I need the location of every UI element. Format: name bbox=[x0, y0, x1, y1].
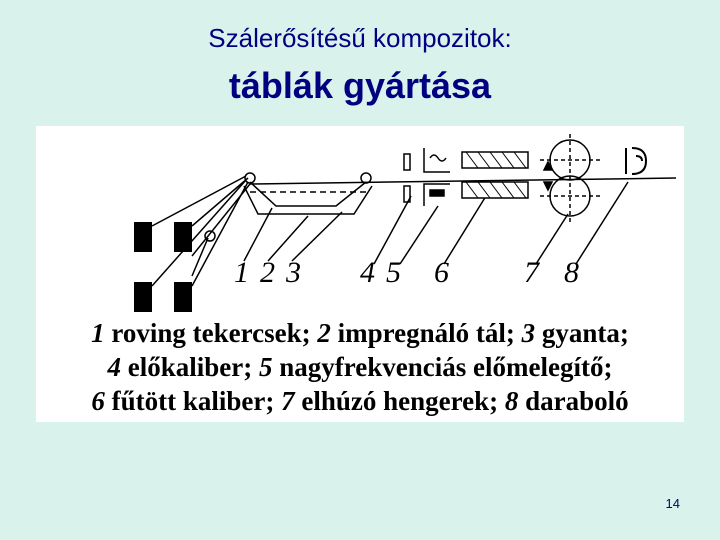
leader-lines bbox=[243, 181, 629, 265]
legend-text-2: impregnáló tál; bbox=[330, 318, 522, 348]
slide-title: Szálerősítésű kompozitok: táblák gyártás… bbox=[0, 20, 720, 110]
legend-num-1: 1 bbox=[91, 318, 105, 348]
label-7: 7 bbox=[524, 256, 541, 289]
strand-line bbox=[249, 177, 677, 185]
title-line-2: táblák gyártása bbox=[228, 65, 492, 106]
legend-num-7: 7 bbox=[281, 386, 295, 416]
label-3: 3 bbox=[285, 256, 301, 289]
spool-2 bbox=[174, 222, 192, 252]
legend-text-4: előkaliber; bbox=[121, 352, 260, 382]
hf-preheater bbox=[423, 148, 450, 206]
legend-line-1: 1 roving tekercsek; 2 impregnáló tál; 3 … bbox=[36, 316, 684, 350]
heated-caliber bbox=[461, 151, 529, 199]
label-2: 2 bbox=[260, 256, 275, 289]
spool-3 bbox=[134, 282, 152, 312]
legend-num-5: 5 bbox=[259, 352, 273, 382]
process-schematic: 1 2 3 4 5 6 7 8 bbox=[134, 134, 677, 312]
pull-rollers bbox=[540, 134, 600, 222]
spool-1 bbox=[134, 222, 152, 252]
legend-num-6: 6 bbox=[91, 386, 105, 416]
legend-num-4: 4 bbox=[107, 352, 122, 382]
page-number: 14 bbox=[665, 496, 680, 511]
legend-text-1: roving tekercsek; bbox=[104, 318, 318, 348]
legend-text-6: fűtött kaliber; bbox=[104, 386, 282, 416]
label-1: 1 bbox=[234, 256, 249, 289]
diagram-legend: 1 roving tekercsek; 2 impregnáló tál; 3 … bbox=[36, 316, 684, 418]
label-6: 6 bbox=[434, 256, 449, 289]
legend-line-2: 4 előkaliber; 5 nagyfrekvenciás előmeleg… bbox=[36, 350, 684, 384]
roving-spools bbox=[134, 222, 192, 312]
label-5: 5 bbox=[386, 256, 401, 289]
legend-text-3: gyanta; bbox=[535, 318, 629, 348]
title-line-1: Szálerősítésű kompozitok: bbox=[208, 23, 512, 53]
impregnating-bath bbox=[243, 181, 373, 215]
legend-text-7: elhúzó hengerek; bbox=[294, 386, 505, 416]
pre-caliber bbox=[403, 153, 411, 203]
label-8: 8 bbox=[564, 256, 579, 289]
legend-text-8: daraboló bbox=[518, 386, 629, 416]
label-4: 4 bbox=[360, 256, 375, 289]
legend-text-5: nagyfrekvenciás előmelegítő; bbox=[272, 352, 613, 382]
legend-line-3: 6 fűtött kaliber; 7 elhúzó hengerek; 8 d… bbox=[36, 384, 684, 418]
legend-num-2: 2 bbox=[317, 318, 331, 348]
fiber-lines bbox=[151, 175, 251, 287]
cutter bbox=[625, 147, 648, 175]
legend-num-8: 8 bbox=[504, 386, 519, 416]
process-diagram: 1 2 3 4 5 6 7 8 1 roving tekercsek; 2 im… bbox=[36, 126, 684, 422]
legend-num-3: 3 bbox=[521, 318, 536, 348]
component-numbers: 1 2 3 4 5 6 7 8 bbox=[234, 256, 579, 289]
spool-4 bbox=[174, 282, 192, 312]
